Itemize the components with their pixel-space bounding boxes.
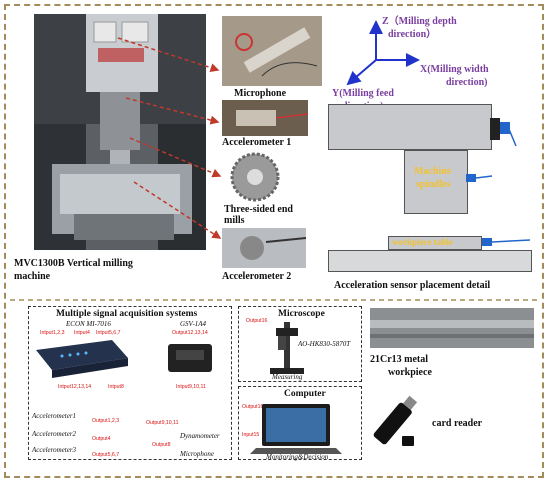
- outer-dashed-frame: [4, 4, 544, 478]
- placement-caption: Acceleration sensor placement detail: [334, 280, 491, 291]
- mic-label: Microphone: [180, 450, 214, 458]
- x-axis-label-2: direction): [446, 77, 488, 88]
- endmill-photo: [228, 152, 282, 202]
- workpiece-table-label: workpiece table: [392, 237, 453, 247]
- computer-title: Computer: [284, 389, 326, 399]
- endmill-label-1: Three-sided end: [224, 204, 293, 215]
- computer-box: [238, 386, 362, 460]
- x-axis-label-1: X(Milling width: [420, 64, 489, 75]
- acquisition-title: Multiple signal acquisition systems: [56, 309, 198, 319]
- computer-caption: Monitoring&Decision: [266, 453, 329, 461]
- endmill-label-2: mills: [224, 215, 245, 226]
- accelerometer1-photo: [222, 100, 308, 136]
- z-axis-label-2: direction）: [388, 29, 437, 40]
- workpiece-table-top: [388, 236, 482, 250]
- microphone-label: Microphone: [234, 88, 287, 99]
- device2-name: GSV-1A4: [180, 320, 207, 328]
- mic-out: Output8: [152, 442, 171, 448]
- workpiece-photo: [370, 308, 534, 348]
- accelerometer2-label: Accelerometer 2: [222, 271, 292, 282]
- y-axis-label-1: Y(Milling feed: [332, 88, 394, 99]
- sensor-out-2: Output4: [92, 436, 111, 442]
- d1-top-1: Intput1,2,3: [40, 330, 65, 336]
- d1-bottom-1: Intput12,13,14: [58, 384, 92, 390]
- d2-top: Output12,13,14: [172, 330, 208, 336]
- d2-bottom: Intput9,10,11: [176, 384, 206, 390]
- device1-name: ECON MI-7016: [66, 320, 111, 328]
- microscope-box: [238, 306, 362, 382]
- spindle-label-2: spindles: [416, 179, 451, 190]
- acquisition-box: [28, 306, 232, 460]
- dyn-out: Output9,10,11: [146, 420, 179, 426]
- sensor-name-1: Accelerometer1: [32, 412, 77, 420]
- machine-label-2: machine: [14, 271, 51, 282]
- d1-top-3: Intput5,6,7: [96, 330, 121, 336]
- accelerometer1-label: Accelerometer 1: [222, 137, 292, 148]
- machine-label-1: MVC1300B Vertical milling: [14, 258, 133, 269]
- spindle-label-1: Machine: [414, 166, 452, 177]
- sensor-name-2: Accelerometer2: [32, 430, 77, 438]
- microscope-model: AO-HK830-5870T: [298, 340, 351, 348]
- microscope-caption: Measuring: [272, 373, 303, 381]
- accelerometer2-photo: [222, 228, 306, 268]
- workpiece-label-1: 21Cr13 metal: [370, 354, 429, 365]
- sensor-name-3: Accelerometer3: [32, 446, 77, 454]
- card-reader-label: card reader: [432, 418, 483, 429]
- dynamometer-label: Dynamometer: [180, 432, 220, 440]
- microscope-output: Output16: [246, 318, 268, 324]
- computer-out: Output16: [242, 404, 264, 410]
- d1-bottom-2: Intput8: [108, 384, 124, 390]
- computer-in: Input15: [242, 432, 260, 438]
- sensor-out-3: Output5,6,7: [92, 452, 120, 458]
- sensor-out-1: Output1,2,3: [92, 418, 120, 424]
- microscope-title: Microscope: [278, 309, 325, 319]
- z-axis-label-1: Z（Milling depth: [382, 16, 457, 27]
- workpiece-label-2: workpiece: [388, 367, 432, 378]
- spindle-body: [404, 150, 468, 214]
- milling-machine-photo: [34, 14, 206, 250]
- d1-top-2: Intput4: [74, 330, 90, 336]
- workpiece-table-base: [328, 250, 532, 272]
- microphone-photo: [222, 16, 322, 86]
